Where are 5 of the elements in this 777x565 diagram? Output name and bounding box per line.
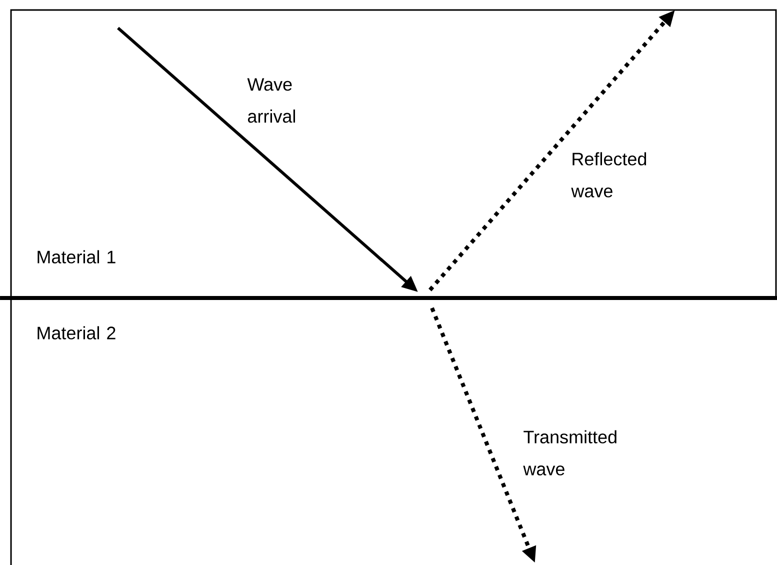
text-label: Wave arrival (247, 78, 295, 123)
text-label: Material 2 (38, 326, 116, 340)
text-label: Material 1 (38, 250, 116, 264)
text-label: Transmitted wave (523, 430, 616, 476)
text-label: Reflected wave (571, 152, 646, 198)
